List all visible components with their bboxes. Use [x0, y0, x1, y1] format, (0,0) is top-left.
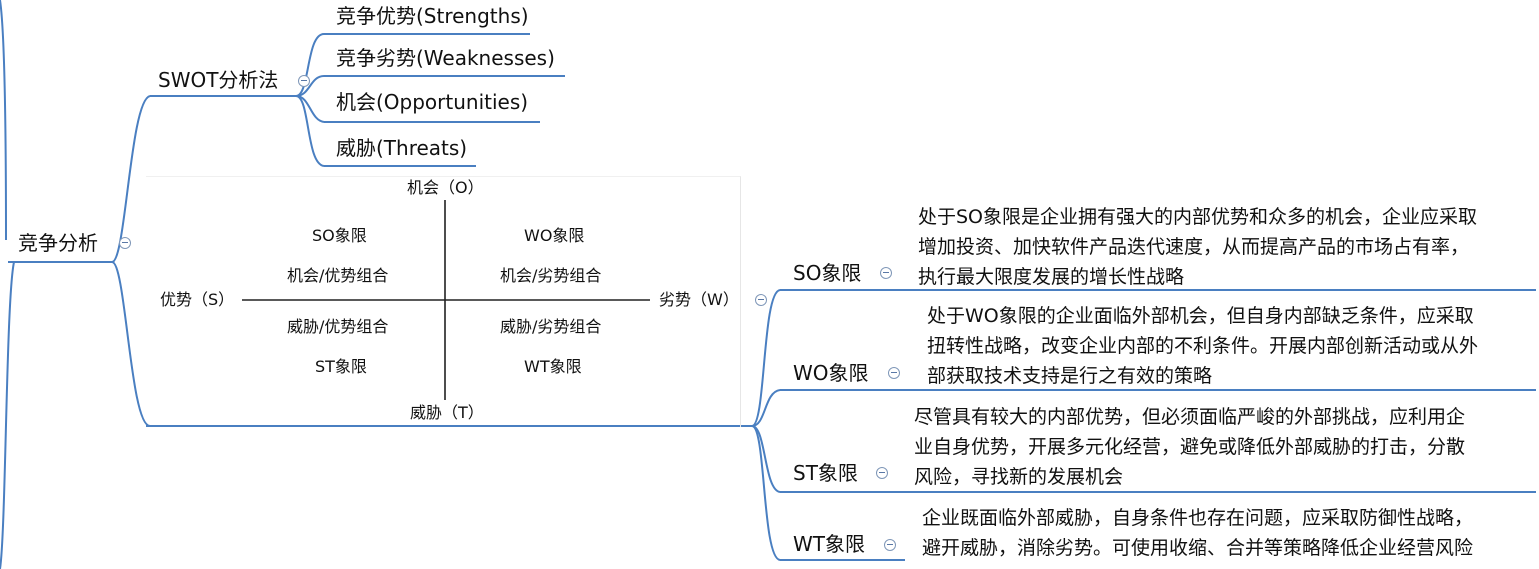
quadrant-desc-wo[interactable]: 处于WO象限的企业面临外部机会，但自身内部缺乏条件，应采取 扭转性战略，改变企业… [927, 301, 1478, 391]
swot-child-strengths[interactable]: 竞争优势(Strengths) [336, 4, 529, 28]
matrix-q-br-name: WT象限 [524, 357, 582, 376]
desc-line: 避开威胁，消除劣势。可使用收缩、合并等策略降低企业经营风险 [922, 537, 1474, 559]
matrix-q-bl-name: ST象限 [315, 357, 367, 376]
matrix-axis-bottom: 威胁（T） [410, 403, 484, 422]
quadrant-node-so[interactable]: SO象限 [793, 261, 862, 285]
swot-child-threats[interactable]: 威胁(Threats) [336, 136, 468, 160]
matrix-q-br-combo: 威胁/劣势组合 [500, 317, 602, 336]
quadrant-desc-st[interactable]: 尽管具有较大的内部优势，但必须面临严峻的外部挑战，应利用企 业自身优势，开展多元… [914, 402, 1465, 492]
swot-node[interactable]: SWOT分析法 [158, 68, 279, 92]
desc-line: 业自身优势，开展多元化经营，避免或降低外部威胁的打击，分散 [914, 436, 1466, 458]
root-node-competition-analysis[interactable]: 竞争分析 [18, 231, 98, 255]
quadrant-node-wo[interactable]: WO象限 [793, 361, 869, 385]
matrix-axis-top: 机会（O） [407, 178, 484, 197]
swot-matrix-image-frame [146, 176, 741, 427]
matrix-axis-left: 优势（S） [160, 290, 235, 309]
matrix-q-tr-name: WO象限 [524, 226, 585, 245]
matrix-q-tl-name: SO象限 [312, 226, 367, 245]
desc-line: 增加投资、加快软件产品迭代速度，从而提高产品的市场占有率， [918, 236, 1470, 258]
collapse-icon[interactable] [880, 267, 892, 279]
collapse-icon[interactable] [755, 294, 767, 306]
quadrant-node-wt[interactable]: WT象限 [793, 532, 865, 556]
desc-line: 扭转性战略，改变企业内部的不利条件。开展内部创新活动或从外 [927, 335, 1479, 357]
desc-line: 风险，寻找新的发展机会 [914, 466, 1124, 488]
swot-child-opportunities[interactable]: 机会(Opportunities) [336, 90, 529, 114]
matrix-q-tr-combo: 机会/劣势组合 [500, 266, 602, 285]
collapse-icon[interactable] [876, 467, 888, 479]
desc-line: 尽管具有较大的内部优势，但必须面临严峻的外部挑战，应利用企 [914, 406, 1466, 428]
quadrant-node-st[interactable]: ST象限 [793, 461, 858, 485]
desc-line: 执行最大限度发展的增长性战略 [918, 266, 1185, 288]
desc-line: 处于WO象限的企业面临外部机会，但自身内部缺乏条件，应采取 [927, 305, 1474, 327]
collapse-icon[interactable] [298, 75, 310, 87]
matrix-q-tl-combo: 机会/优势组合 [287, 266, 389, 285]
matrix-axis-right: 劣势（W） [659, 290, 739, 309]
desc-line: 处于SO象限是企业拥有强大的内部优势和众多的机会，企业应采取 [918, 206, 1478, 228]
quadrant-desc-so[interactable]: 处于SO象限是企业拥有强大的内部优势和众多的机会，企业应采取 增加投资、加快软件… [918, 202, 1477, 292]
matrix-q-bl-combo: 威胁/优势组合 [287, 317, 389, 336]
swot-child-weaknesses[interactable]: 竞争劣势(Weaknesses) [336, 46, 555, 70]
collapse-icon[interactable] [119, 237, 131, 249]
collapse-icon[interactable] [884, 539, 896, 551]
desc-line: 企业既面临外部威胁，自身条件也存在问题，应采取防御性战略， [922, 507, 1474, 529]
desc-line: 部获取技术支持是行之有效的策略 [927, 365, 1213, 387]
quadrant-desc-wt[interactable]: 企业既面临外部威胁，自身条件也存在问题，应采取防御性战略， 避开威胁，消除劣势。… [922, 503, 1473, 563]
collapse-icon[interactable] [888, 367, 900, 379]
